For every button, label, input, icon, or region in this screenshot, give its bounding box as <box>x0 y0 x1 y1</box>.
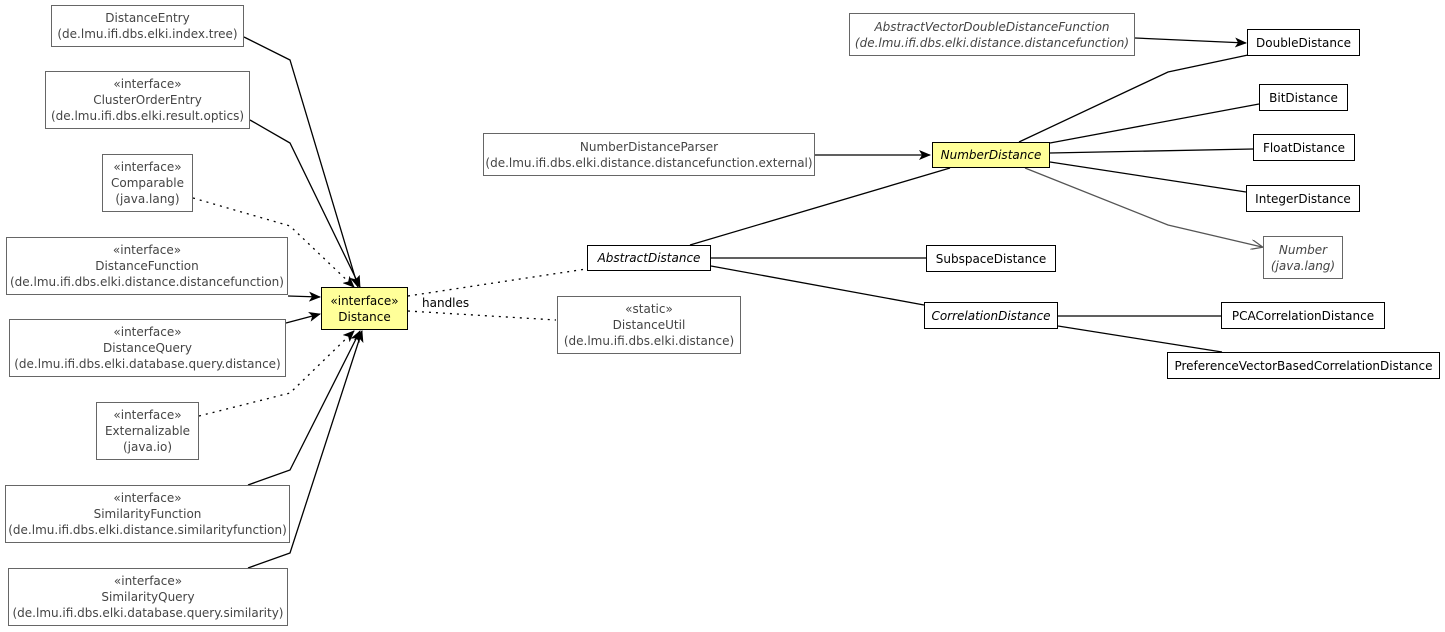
class-name: Externalizable <box>104 424 191 438</box>
class-name: NumberDistanceParser <box>579 139 719 154</box>
class-numberdistanceparser[interactable]: NumberDistanceParser (de.lmu.ifi.dbs.elk… <box>483 133 815 176</box>
class-package: (de.lmu.ifi.dbs.elki.result.optics) <box>50 109 245 123</box>
class-name: PreferenceVectorBasedCorrelationDistance <box>1174 358 1433 373</box>
class-name: SimilarityFunction <box>93 507 202 521</box>
stereotype: «interface» <box>330 293 399 308</box>
class-preferencevectorbasedcorrelationdistance[interactable]: PreferenceVectorBasedCorrelationDistance <box>1167 352 1440 379</box>
class-abstractvectordoubledistancefunction[interactable]: AbstractVectorDoubleDistanceFunction (de… <box>849 13 1135 56</box>
interface-similarityfunction[interactable]: «interface» SimilarityFunction (de.lmu.i… <box>5 485 290 543</box>
class-name: NumberDistance <box>940 148 1042 162</box>
class-name: FloatDistance <box>1262 140 1346 155</box>
class-name: DistanceUtil <box>612 318 686 332</box>
handles-label: handles <box>422 296 470 310</box>
edge-numberdistance-integerdistance <box>1049 161 1247 193</box>
class-name: IntegerDistance <box>1255 191 1351 206</box>
edge-similarityquery-distance <box>247 330 364 569</box>
class-name: PCACorrelationDistance <box>1231 308 1375 323</box>
stereotype: «interface» <box>113 160 182 174</box>
edge-abstractdistance-numberdistance <box>689 167 951 246</box>
class-name: SimilarityQuery <box>101 590 195 604</box>
edge-distance-abstractdistance <box>407 268 587 297</box>
class-name: DistanceFunction <box>95 259 199 273</box>
edge-distance-distanceutil <box>407 310 557 321</box>
edge-similarityfunction-distance <box>247 330 361 486</box>
interface-distance[interactable]: «interface» Distance <box>321 287 408 330</box>
class-number[interactable]: Number (java.lang) <box>1263 236 1343 279</box>
stereotype: «interface» <box>113 325 182 339</box>
class-package: (de.lmu.ifi.dbs.elki.distance.similarity… <box>8 523 287 537</box>
class-abstractdistance[interactable]: AbstractDistance <box>587 245 711 271</box>
class-package: (de.lmu.ifi.dbs.elki.distance) <box>563 334 735 348</box>
edge-numberdistance-number <box>1024 167 1262 247</box>
stereotype: «interface» <box>113 408 182 422</box>
edge-numberdistance-floatdistance <box>1049 148 1254 154</box>
edge-clusterorderentry-distance <box>249 119 361 288</box>
edge-distancequery-distance <box>285 311 321 324</box>
class-package: (de.lmu.ifi.dbs.elki.distance.distancefu… <box>854 35 1130 50</box>
class-name: Number <box>1278 242 1328 257</box>
edge-numberdistance-bitdistance <box>1049 103 1260 144</box>
interface-distancequery[interactable]: «interface» DistanceQuery (de.lmu.ifi.db… <box>9 319 286 377</box>
class-package: (de.lmu.ifi.dbs.elki.distance.distancefu… <box>485 155 813 170</box>
stereotype: «interface» <box>112 243 182 257</box>
edge-numberdistance-doubledistance <box>1018 54 1249 143</box>
class-name: Comparable <box>110 176 184 190</box>
edge-distanceentry-distance <box>243 36 360 288</box>
interface-clusterorderentry[interactable]: «interface» ClusterOrderEntry (de.lmu.if… <box>45 71 250 129</box>
class-correlationdistance[interactable]: CorrelationDistance <box>924 302 1058 329</box>
class-package: (de.lmu.ifi.dbs.elki.database.query.simi… <box>12 606 284 620</box>
class-floatdistance[interactable]: FloatDistance <box>1253 134 1355 161</box>
class-distanceentry[interactable]: DistanceEntry (de.lmu.ifi.dbs.elki.index… <box>51 5 244 47</box>
edge-vectorddf-doubledistance <box>1134 37 1247 48</box>
class-name: Distance <box>338 309 391 324</box>
class-doubledistance[interactable]: DoubleDistance <box>1247 29 1360 56</box>
class-distanceutil[interactable]: «static» DistanceUtil (de.lmu.ifi.dbs.el… <box>557 296 741 354</box>
class-package: (de.lmu.ifi.dbs.elki.distance.distancefu… <box>10 275 284 289</box>
class-name: CorrelationDistance <box>931 308 1051 323</box>
interface-similarityquery[interactable]: «interface» SimilarityQuery (de.lmu.ifi.… <box>8 568 288 626</box>
class-package: (de.lmu.ifi.dbs.elki.index.tree) <box>57 27 238 41</box>
interface-externalizable[interactable]: «interface» Externalizable (java.io) <box>96 402 199 460</box>
edge-correlation-preference <box>1057 325 1223 353</box>
class-package: (java.lang) <box>1270 258 1336 273</box>
class-subspacedistance[interactable]: SubspaceDistance <box>926 245 1056 272</box>
class-name: DoubleDistance <box>1256 35 1351 50</box>
stereotype: «static» <box>625 302 673 316</box>
class-bitdistance[interactable]: BitDistance <box>1259 84 1348 111</box>
stereotype: «interface» <box>113 574 183 588</box>
class-name: DistanceQuery <box>103 341 192 355</box>
class-pcacorrelationdistance[interactable]: PCACorrelationDistance <box>1221 302 1385 329</box>
class-name: SubspaceDistance <box>935 251 1047 266</box>
class-name: AbstractVectorDoubleDistanceFunction <box>874 19 1110 34</box>
interface-comparable[interactable]: «interface» Comparable (java.lang) <box>102 154 193 212</box>
edge-distancefunction-distance <box>287 291 321 302</box>
class-name: AbstractDistance <box>597 251 701 265</box>
class-numberdistance[interactable]: NumberDistance <box>932 142 1050 168</box>
class-name: ClusterOrderEntry <box>93 93 202 107</box>
class-integerdistance[interactable]: IntegerDistance <box>1246 185 1360 212</box>
class-package: (de.lmu.ifi.dbs.elki.database.query.dist… <box>14 357 281 371</box>
class-package: (java.io) <box>123 440 172 454</box>
edge-abstractdistance-correlationdistance <box>710 265 925 306</box>
class-package: (java.lang) <box>115 192 180 206</box>
interface-distancefunction[interactable]: «interface» DistanceFunction (de.lmu.ifi… <box>6 237 288 295</box>
class-name: DistanceEntry <box>105 11 190 25</box>
class-name: BitDistance <box>1269 90 1338 105</box>
stereotype: «interface» <box>113 77 182 91</box>
stereotype: «interface» <box>113 491 182 505</box>
